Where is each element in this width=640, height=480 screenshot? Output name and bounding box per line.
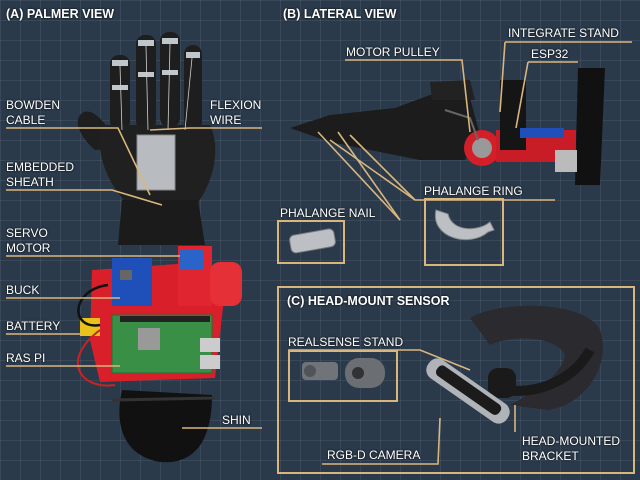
phalange-nail-box	[277, 220, 345, 264]
head-mount-panel	[277, 286, 635, 474]
label-head-bracket-line2: BRACKET	[522, 449, 579, 463]
label-bowden-line2: CABLE	[6, 113, 46, 127]
label-servo-line1: SERVO	[6, 226, 48, 240]
label-head-bracket-line1: HEAD-MOUNTED	[522, 434, 620, 448]
phalange-nail-image	[289, 228, 336, 254]
leader-lines-a	[6, 127, 262, 429]
phalange-ring-image	[435, 209, 495, 241]
label-rgbd-camera: RGB-D CAMERA	[327, 448, 421, 462]
panel-b-title: (B) LATERAL VIEW	[283, 7, 397, 21]
label-flexion-line1: FLEXION	[210, 98, 262, 112]
label-phalange-nail: PHALANGE NAIL	[280, 206, 376, 220]
label-servo-line2: MOTOR	[6, 241, 51, 255]
leader-lines-b	[317, 41, 632, 221]
realsense-stand-image	[302, 358, 385, 388]
label-integrate-stand: INTEGRATE STAND	[508, 26, 619, 40]
label-realsense-stand: REALSENSE STAND	[288, 335, 404, 349]
realsense-stand-box	[288, 350, 398, 402]
label-bowden-line1: BOWDEN	[6, 98, 60, 112]
rgbd-camera-image	[426, 358, 510, 424]
label-shin: SHIN	[222, 413, 251, 427]
label-motor-pulley: MOTOR PULLEY	[346, 45, 440, 59]
glove-lateral-image	[290, 68, 605, 185]
label-battery: BATTERY	[6, 319, 61, 333]
label-flexion-line2: WIRE	[210, 113, 242, 127]
label-buck: BUCK	[6, 283, 40, 297]
phalange-ring-box	[424, 198, 504, 266]
label-sheath-line2: SHEATH	[6, 175, 54, 189]
glove-palmer-image	[76, 32, 242, 463]
label-sheath-line1: EMBEDDED	[6, 160, 75, 174]
panel-c-title: (C) HEAD-MOUNT SENSOR	[287, 294, 450, 308]
label-esp32: ESP32	[531, 47, 569, 61]
label-raspi: RAS PI	[6, 351, 46, 365]
panel-a-title: (A) PALMER VIEW	[6, 7, 115, 21]
label-phalange-ring: PHALANGE RING	[424, 184, 523, 198]
head-mount-image	[470, 305, 603, 410]
